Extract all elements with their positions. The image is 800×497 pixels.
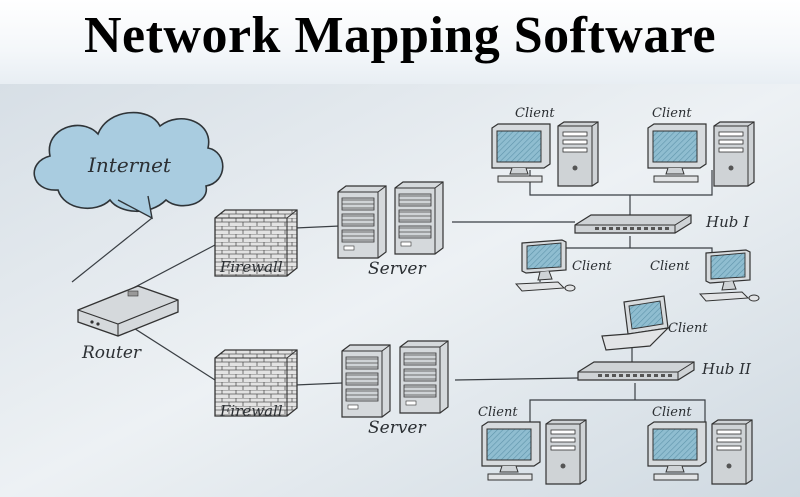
client-mid-right: Client [650, 249, 760, 302]
client-label: Client [652, 405, 692, 420]
client-bottom-left: Client [478, 405, 587, 485]
hub-icon [577, 361, 695, 381]
client-label: Client [572, 259, 612, 274]
client-bottom-right: Client [647, 405, 753, 485]
edge-server-hub-2 [454, 377, 579, 381]
page-title: Network Mapping Software [83, 7, 717, 64]
server-icon [399, 340, 449, 414]
desktop-icon [713, 121, 755, 187]
server-1-node: Server [337, 181, 444, 279]
firewall-2-node: Firewall [214, 349, 298, 420]
internet-cloud: Internet [33, 111, 224, 220]
edge-firewall-server-2 [294, 382, 343, 386]
server-icon [394, 181, 444, 255]
laptop-icon [601, 295, 670, 351]
edge-hub2-bottom-clients [529, 399, 706, 425]
hub-2-node: Hub II [577, 360, 752, 381]
edge-internet-router [71, 217, 153, 283]
internet-label: Internet [87, 153, 172, 177]
firewall-1-node: Firewall [214, 209, 298, 277]
client-label: Client [515, 106, 555, 121]
desktop-icon [711, 419, 753, 485]
client-mid-left: Client [515, 239, 612, 292]
cloud-icon [33, 111, 224, 212]
server-2-node: Server [341, 340, 449, 438]
server-icon [341, 344, 391, 418]
edge-firewall-server-1 [294, 225, 341, 229]
client-laptop: Client [601, 295, 708, 351]
firewall-1-label: Firewall [219, 258, 283, 276]
router-icon [77, 285, 179, 337]
hub-icon [574, 214, 692, 234]
client-top-left: Client [491, 106, 599, 187]
client-label: Client [478, 405, 518, 420]
desktop-icon [557, 121, 599, 187]
desktop-icon [545, 419, 587, 485]
title-band [0, 0, 800, 84]
hub-1-node: Hub I [574, 213, 750, 234]
server-1-label: Server [368, 259, 426, 279]
server-icon [337, 185, 387, 259]
client-label: Client [652, 106, 692, 121]
client-label: Client [668, 321, 708, 336]
client-label: Client [650, 259, 690, 274]
hub-2-label: Hub II [701, 360, 752, 378]
hub-1-label: Hub I [705, 213, 750, 231]
firewall-2-label: Firewall [219, 402, 283, 420]
client-top-right: Client [647, 106, 755, 187]
router-label: Router [81, 343, 142, 363]
router-node: Router [77, 285, 179, 363]
server-2-label: Server [368, 418, 426, 438]
